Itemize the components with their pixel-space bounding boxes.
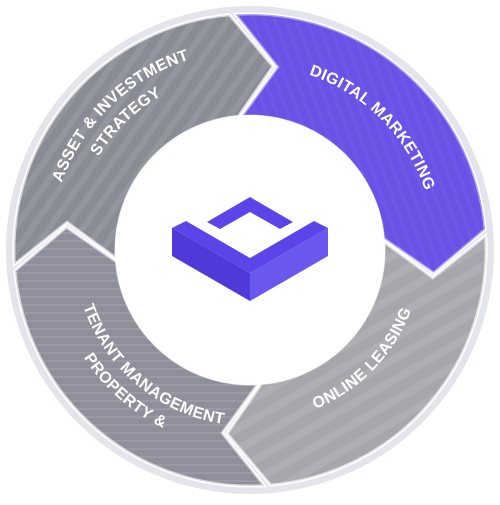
segment-online-leasing-tint — [227, 235, 487, 486]
center-disc — [115, 115, 385, 385]
segment-asset-strategy-tint — [13, 14, 273, 265]
segment-digital-marketing-tint — [235, 13, 486, 273]
brand-logo-icon — [172, 197, 328, 301]
segment-property-management-tint — [14, 227, 265, 487]
